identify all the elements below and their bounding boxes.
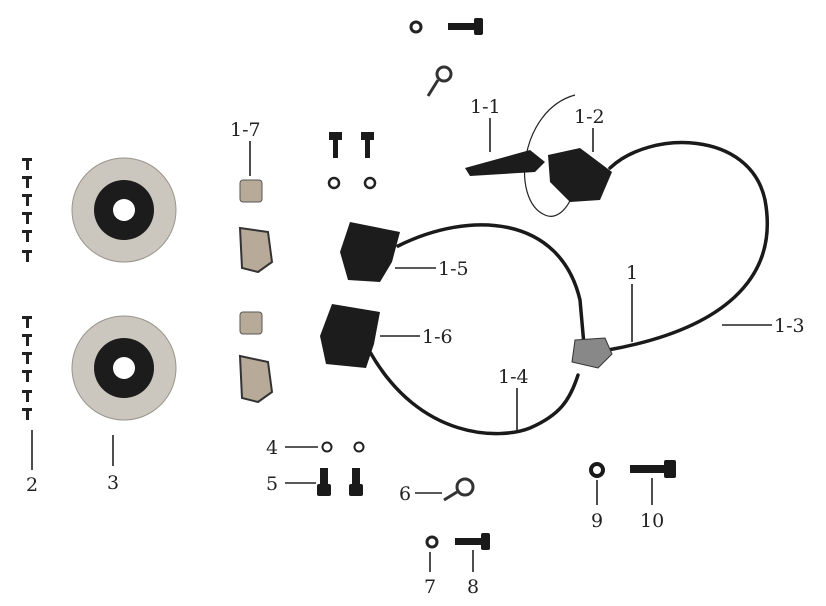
washer (363, 176, 377, 190)
top-bolt (448, 18, 483, 35)
label-4: 4 (266, 437, 278, 459)
caliper-rear (320, 304, 380, 368)
caliper-front (340, 222, 400, 282)
hose-1-5 (396, 223, 586, 347)
brake-cable (524, 94, 576, 217)
disc-bolts-bottom (22, 316, 32, 420)
brake-pad (239, 179, 263, 203)
hose-splitter (571, 337, 613, 369)
bolt-10 (630, 460, 676, 478)
label-5: 5 (266, 473, 278, 495)
brake-disc-bottom (71, 315, 177, 421)
bolt-8 (455, 533, 490, 550)
label-8: 8 (467, 576, 479, 598)
clip-6 (443, 477, 475, 502)
caliper-bolts (329, 132, 374, 158)
label-7: 7 (424, 576, 436, 598)
brake-disc-top (71, 157, 177, 263)
label-3: 3 (107, 472, 119, 494)
washer-9 (589, 462, 605, 478)
hose-1-4 (368, 350, 580, 436)
label-6: 6 (399, 483, 411, 505)
brake-pad-plate (238, 226, 274, 274)
label-9: 9 (591, 510, 603, 532)
brake-lever (465, 150, 545, 176)
label-1: 1 (626, 262, 638, 284)
label-1-3: 1-3 (774, 315, 805, 337)
top-washer (409, 20, 423, 34)
washer-4b (353, 441, 365, 453)
washer-4 (321, 441, 333, 453)
label-1-2: 1-2 (574, 106, 605, 128)
master-cylinder (548, 148, 612, 202)
label-1-4: 1-4 (498, 366, 529, 388)
label-1-7: 1-7 (230, 119, 261, 141)
brake-pad (239, 311, 263, 335)
bolts-5 (317, 468, 363, 496)
label-1-5: 1-5 (438, 258, 469, 280)
leader-lines (31, 118, 772, 572)
washer (327, 176, 341, 190)
washer-7 (425, 535, 439, 549)
label-1-1: 1-1 (470, 96, 501, 118)
top-clip (426, 65, 453, 97)
label-10: 10 (640, 510, 664, 532)
label-2: 2 (26, 474, 38, 496)
label-1-6: 1-6 (422, 326, 453, 348)
hose-1-3 (606, 140, 769, 352)
brake-pad-plate (238, 354, 274, 404)
disc-bolts-top (22, 158, 32, 262)
